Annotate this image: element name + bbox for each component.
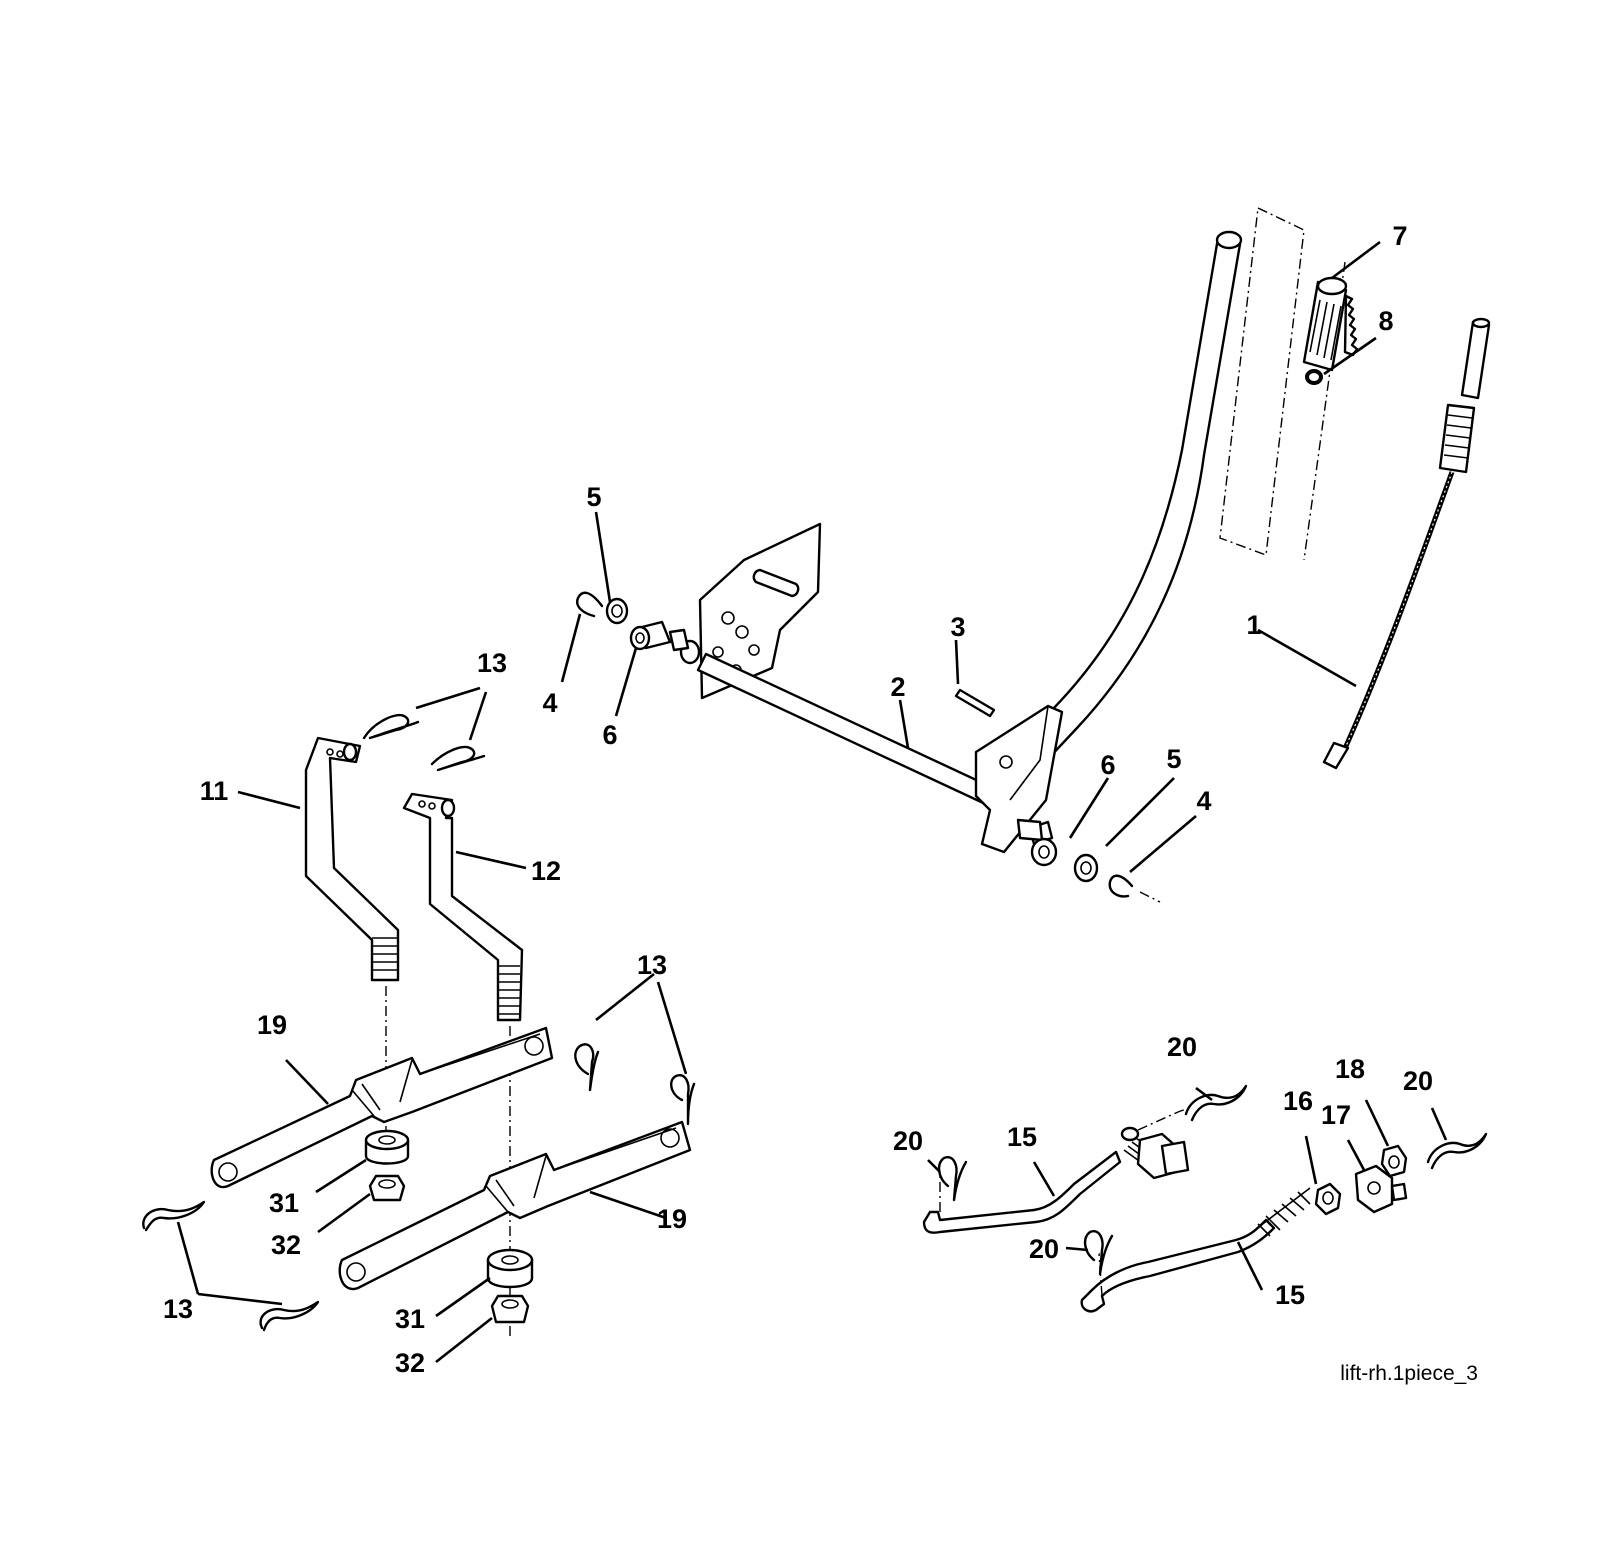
roll-pin bbox=[954, 688, 996, 718]
trunnion-block-assembly bbox=[1120, 1103, 1201, 1180]
callout-17: 17 bbox=[1321, 1100, 1351, 1130]
callout-31-lower: 31 bbox=[395, 1304, 425, 1334]
callout-7: 7 bbox=[1392, 221, 1407, 251]
hairpin-clip-mid-2 bbox=[670, 1074, 696, 1126]
trunnion-block bbox=[1354, 1164, 1408, 1214]
callout-13-mid: 13 bbox=[637, 950, 667, 980]
spacer-lower bbox=[486, 1248, 534, 1289]
callout-15-upper: 15 bbox=[1007, 1122, 1037, 1152]
nut-upper bbox=[368, 1174, 406, 1202]
lift-arm-lower bbox=[338, 1120, 692, 1291]
callout-15-lower: 15 bbox=[1275, 1280, 1305, 1310]
e-clip-right bbox=[1108, 874, 1161, 903]
callout-18: 18 bbox=[1335, 1054, 1365, 1084]
callout-4-right: 4 bbox=[1196, 786, 1211, 816]
callout-5-left: 5 bbox=[586, 482, 601, 512]
lift-cable bbox=[1322, 317, 1491, 770]
callout-4-left: 4 bbox=[542, 688, 557, 718]
callout-32-upper: 32 bbox=[271, 1230, 301, 1260]
e-clip-left bbox=[576, 591, 604, 618]
hairpin-clip-mid-1 bbox=[574, 1043, 600, 1092]
callout-20-left: 20 bbox=[893, 1126, 923, 1156]
lift-plate bbox=[698, 522, 822, 700]
adjustment-rod-upper bbox=[922, 1137, 1159, 1234]
lift-link-front bbox=[304, 736, 400, 982]
callout-1: 1 bbox=[1246, 610, 1261, 640]
callout-12: 12 bbox=[531, 856, 561, 886]
hairpin-clip-lower-2 bbox=[259, 1300, 320, 1332]
hairpin-clip-upper-1 bbox=[362, 713, 420, 740]
callout-16: 16 bbox=[1283, 1086, 1313, 1116]
hairpin-clip-20-upper bbox=[1184, 1084, 1248, 1122]
figure-id-caption: lift-rh.1piece_3 bbox=[1340, 1362, 1478, 1385]
callout-19-upper: 19 bbox=[257, 1010, 287, 1040]
flange-nut bbox=[1380, 1144, 1408, 1178]
nut-lower bbox=[490, 1294, 530, 1324]
callout-3: 3 bbox=[950, 612, 965, 642]
callout-labels: 1 2 3 4 4 5 5 6 6 7 8 11 12 13 13 13 15 … bbox=[163, 221, 1433, 1378]
callout-6-left: 6 bbox=[602, 720, 617, 750]
jam-nut bbox=[1314, 1182, 1342, 1216]
hairpin-clip-lower-1 bbox=[142, 1200, 206, 1232]
lift-arm-upper bbox=[210, 1026, 554, 1189]
callout-2: 2 bbox=[890, 672, 905, 702]
lift-handle bbox=[1018, 206, 1346, 762]
washer-left bbox=[605, 597, 629, 625]
callout-20-right: 20 bbox=[1403, 1066, 1433, 1096]
hairpin-clip-upper-2 bbox=[430, 745, 486, 772]
callout-13-bottom: 13 bbox=[163, 1294, 193, 1324]
hairpin-clip-20-right bbox=[1426, 1132, 1488, 1170]
callout-13-top: 13 bbox=[477, 648, 507, 678]
bushing-right bbox=[1016, 818, 1058, 867]
callout-31-upper: 31 bbox=[269, 1188, 299, 1218]
bushing-left bbox=[629, 620, 690, 652]
callout-8: 8 bbox=[1378, 306, 1393, 336]
callout-11: 11 bbox=[200, 776, 229, 806]
washer-right bbox=[1073, 853, 1099, 883]
callout-5-right: 5 bbox=[1166, 744, 1181, 774]
callout-20-top: 20 bbox=[1167, 1032, 1197, 1062]
grip-retainer-ring bbox=[1305, 369, 1323, 385]
callout-20-bottom: 20 bbox=[1029, 1234, 1059, 1264]
callout-19-lower: 19 bbox=[657, 1204, 687, 1234]
cross-shaft bbox=[679, 639, 1064, 854]
spacer-upper bbox=[364, 1129, 410, 1165]
leader-lines bbox=[176, 240, 1448, 1364]
callout-6-right: 6 bbox=[1100, 750, 1115, 780]
hairpin-clip-20-lower bbox=[1083, 1230, 1114, 1276]
lift-link-rear bbox=[402, 792, 524, 1022]
hairpin-clip-20-left bbox=[937, 1156, 968, 1202]
callout-32-lower: 32 bbox=[395, 1348, 425, 1378]
